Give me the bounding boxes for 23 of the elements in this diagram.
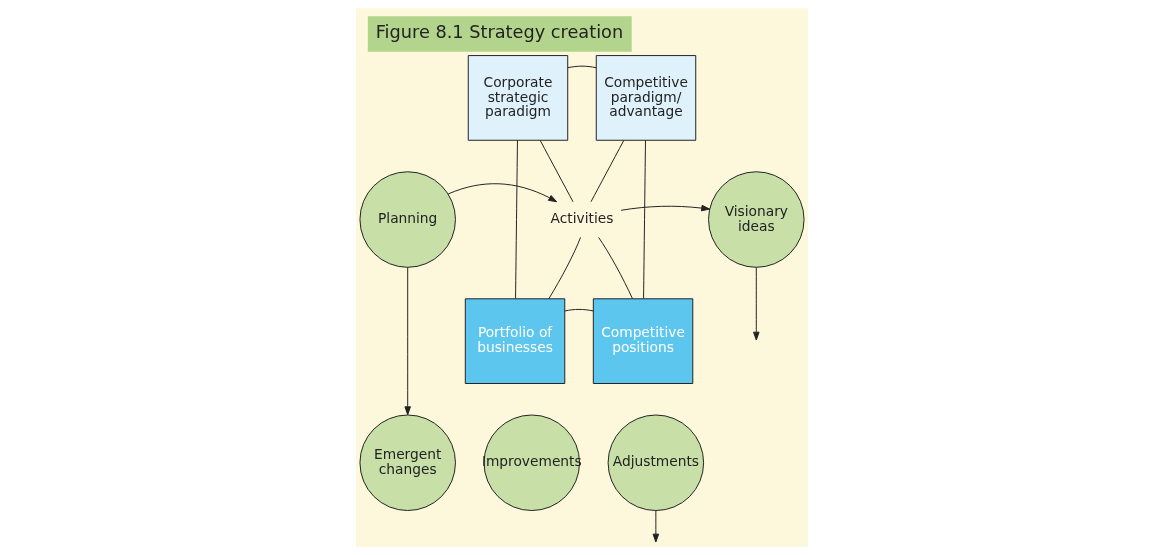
connector <box>590 139 625 203</box>
connector <box>564 308 594 312</box>
connector <box>515 139 518 299</box>
node-box: Competitive positions <box>592 298 694 384</box>
connector <box>539 139 574 203</box>
node-circle: Adjustments <box>607 414 705 511</box>
arrow <box>620 204 711 212</box>
node-box: Competitive paradigm/ advantage <box>595 55 697 141</box>
node-circle: Planning <box>359 171 456 268</box>
diagram-title: Figure 8.1 Strategy creation <box>375 22 624 43</box>
node-circle: Visionary ideas <box>708 171 805 268</box>
node-text: Activities <box>550 210 614 227</box>
connector <box>548 236 582 300</box>
node-box: Corporate strategic paradigm <box>467 55 569 141</box>
arrow <box>753 267 760 341</box>
connector <box>598 236 633 300</box>
node-circle: Emergent changes <box>359 414 456 511</box>
connector <box>567 65 597 69</box>
arrow <box>447 183 558 203</box>
node-box: Portfolio of businesses <box>464 298 566 384</box>
arrow <box>652 510 660 543</box>
connector <box>643 139 646 299</box>
arrow <box>404 266 411 416</box>
